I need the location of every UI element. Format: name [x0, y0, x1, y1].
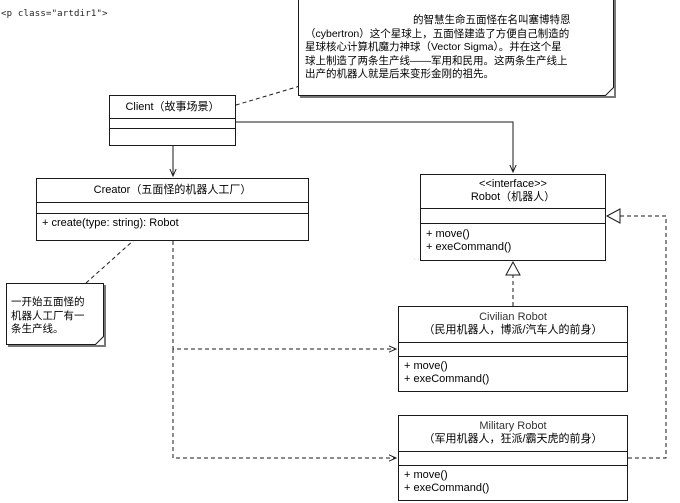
association-client-robot: [235, 121, 513, 172]
class-robot-operations: + move() + exeCommand(): [421, 224, 605, 257]
operation-execommand: + exeCommand(): [404, 373, 490, 385]
operation-create: + create(type: string): Robot: [42, 217, 179, 229]
note-factory-line: 条生产线。: [11, 323, 64, 335]
class-civilian-attributes: [399, 343, 627, 357]
class-client-attributes: [110, 119, 235, 129]
note-story-line: 球上制造了两条生产线——军用和民用。这两条生产线上: [305, 54, 568, 67]
operation-move: + move(): [404, 469, 448, 481]
note-factory-line: 一开始五面怪的: [11, 296, 85, 308]
class-military-robot[interactable]: Military Robot （军用机器人，狂派/霸天虎的前身） + move(…: [398, 415, 628, 501]
class-military-name: Military Robot: [479, 420, 547, 432]
operation-execommand: + exeCommand(): [404, 482, 490, 494]
note-story-line: 出产的机器人就是后来变形金刚的祖先。: [305, 68, 494, 80]
operation-move: + move(): [404, 360, 448, 372]
class-civilian-subtitle: （民用机器人，博派/汽车人的前身）: [423, 324, 603, 336]
dependency-creator-military: [172, 349, 396, 458]
class-client-name: Client（故事场景）: [125, 101, 220, 113]
operation-move: + move(): [426, 228, 470, 240]
class-creator-operations: + create(type: string): Robot: [37, 214, 308, 233]
class-client-operations: [110, 129, 235, 145]
class-civilian-operations: + move() + exeCommand(): [399, 357, 627, 389]
note-factory-line: 机器人工厂有一: [11, 309, 85, 322]
class-military-subtitle: （军用机器人，狂派/霸天虎的前身）: [423, 433, 603, 445]
note-factory: 一开始五面怪的 机器人工厂有一 条生产线。: [6, 283, 104, 345]
note-story-line: （cybertron）这个星球上，五面怪建造了方便自己制造的: [305, 27, 570, 40]
class-civilian-robot[interactable]: Civilian Robot （民用机器人，博派/汽车人的前身） + move(…: [398, 306, 628, 392]
note-anchor-story: [235, 85, 301, 106]
note-fold-icon: [605, 87, 614, 96]
class-robot-stereotype: <<interface>>: [479, 178, 547, 190]
class-civilian-name: Civilian Robot: [479, 311, 547, 323]
operation-execommand: + exeCommand(): [426, 241, 512, 253]
class-military-attributes: [399, 452, 627, 466]
class-creator[interactable]: Creator（五面怪的机器人工厂） + create(type: string…: [36, 178, 309, 241]
note-anchor-factory: [85, 239, 135, 284]
html-snippet-text: <p class="artdir1">: [1, 9, 108, 19]
realization-triangle-civilian: [505, 260, 521, 276]
class-robot-name: Robot（机器人）: [470, 191, 556, 203]
class-creator-name: Creator（五面怪的机器人工厂）: [93, 184, 252, 196]
note-story-line: 星球核心计算机魔力神球（Vector Sigma）。并在这个星: [305, 41, 562, 53]
class-robot-interface[interactable]: <<interface>> Robot（机器人） + move() + exeC…: [420, 174, 606, 261]
note-story-line: 的智慧生命五面怪在名叫塞博特恩: [413, 14, 571, 26]
class-military-operations: + move() + exeCommand(): [399, 466, 627, 498]
class-robot-attributes: [421, 209, 605, 224]
realization-military-robot: [620, 215, 667, 459]
class-client[interactable]: Client（故事场景）: [109, 95, 236, 146]
note-story: 的智慧生命五面怪在名叫塞博特恩 （cybertron）这个星球上，五面怪建造了方…: [298, 0, 614, 96]
class-creator-attributes: [37, 203, 308, 214]
dependency-creator-civilian: [172, 241, 396, 349]
note-fold-icon: [95, 336, 104, 345]
realization-triangle-military: [605, 208, 621, 224]
